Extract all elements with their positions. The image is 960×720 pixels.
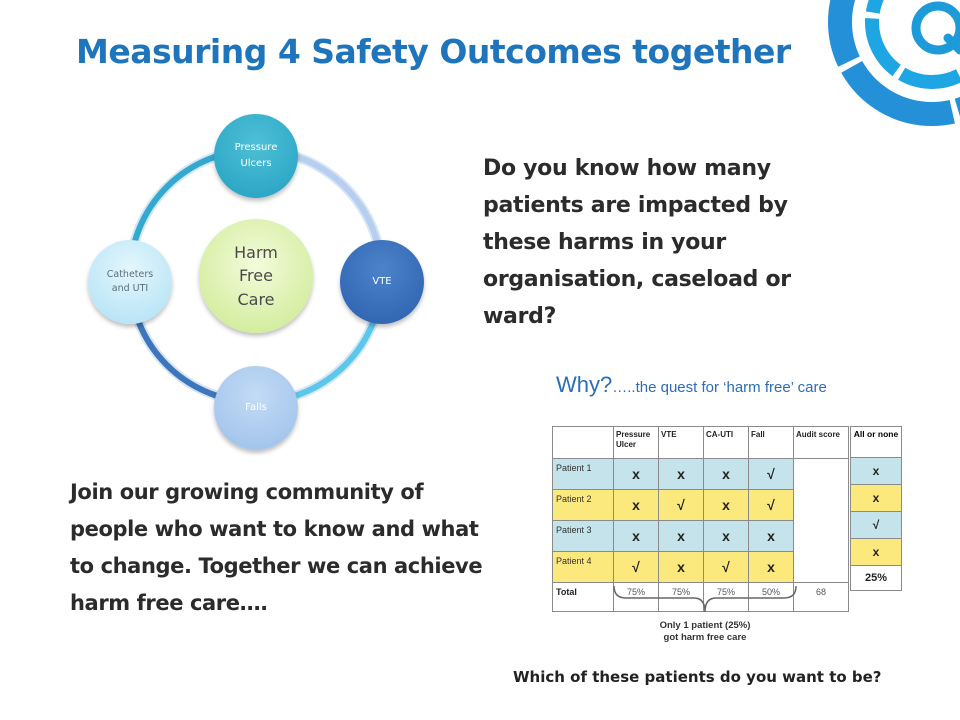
why-big: Why? (556, 372, 613, 397)
falls-label: Falls (245, 402, 267, 413)
total-value: 50% (748, 582, 794, 612)
page-title: Measuring 4 Safety Outcomes together (76, 32, 791, 71)
table-header: Fall (748, 426, 794, 459)
all-or-none-cell: √ (850, 511, 902, 539)
table-cell: √ (703, 551, 749, 583)
catheters-uti-node: Catheters and UTI (88, 240, 172, 324)
table-cell: x (748, 520, 794, 552)
catheters-label-2: and UTI (111, 283, 149, 294)
falls-node: Falls (214, 366, 298, 450)
table-cell: √ (748, 489, 794, 521)
pressure-label-1: Pressure (234, 142, 278, 153)
all-or-none-cell: x (850, 538, 902, 566)
table-header-blank (552, 426, 614, 459)
audit-score-cell (793, 458, 849, 583)
table-cell: x (613, 458, 659, 490)
table-cell: x (658, 551, 704, 583)
curly-brace (613, 585, 797, 613)
only-line-1: Only 1 patient (25%) (659, 620, 751, 631)
question-text: Do you know how many patients are impact… (483, 156, 791, 329)
table-header: VTE (658, 426, 704, 459)
vte-node: VTE (340, 240, 424, 324)
table-header: CA-UTI (703, 426, 749, 459)
all-or-none-cell: x (850, 484, 902, 512)
table-cell: x (613, 520, 659, 552)
table-cell: √ (748, 458, 794, 490)
table-header: Audit score (793, 426, 849, 459)
table-cell: x (658, 458, 704, 490)
harm-audit-table: Pressure Ulcer VTE CA-UTI Fall Audit sco… (552, 426, 849, 612)
join-community-text: Join our growing community of people who… (70, 480, 483, 615)
table-cell: √ (613, 551, 659, 583)
center-label-2: Free (239, 266, 273, 286)
table-row: Patient 3 x x x x (552, 520, 849, 552)
patient-name: Patient 2 (552, 489, 614, 521)
which-patient-question: Which of these patients do you want to b… (513, 668, 882, 686)
only-line-2: got harm free care (663, 632, 747, 644)
why-subtitle: …..the quest for ‘harm free’ care (612, 379, 827, 396)
only-one-patient-note: Only 1 patient (25%) got harm free care (560, 620, 850, 645)
total-value: 75% (703, 582, 749, 612)
all-or-none-header: All or none (850, 426, 902, 458)
pressure-label-2: Ulcers (240, 158, 272, 169)
center-label-1: Harm (234, 243, 278, 263)
total-value: 68 (793, 582, 849, 612)
table-cell: x (703, 520, 749, 552)
patient-name: Patient 1 (552, 458, 614, 490)
vte-label: VTE (372, 276, 392, 287)
table-header: Pressure Ulcer (613, 426, 659, 459)
table-cell: x (703, 458, 749, 490)
all-or-none-total: 25% (850, 565, 902, 591)
total-value: 75% (658, 582, 704, 612)
total-label: Total (552, 582, 614, 612)
all-or-none-cell: x (850, 457, 902, 485)
table-cell: x (613, 489, 659, 521)
all-or-none-table: All or none x x √ x 25% (850, 426, 902, 591)
organisation-logo (828, 0, 960, 126)
table-row: Patient 2 x √ x √ (552, 489, 849, 521)
patient-name: Patient 3 (552, 520, 614, 552)
why-heading: Why?…..the quest for ‘harm free’ care (556, 372, 827, 398)
table-cell: x (703, 489, 749, 521)
table-row: Patient 1 x x x √ (552, 458, 849, 583)
catheters-label-1: Catheters (106, 268, 154, 280)
table-cell: x (658, 520, 704, 552)
center-label-3: Care (237, 289, 275, 309)
table-cell: √ (658, 489, 704, 521)
table-cell: x (748, 551, 794, 583)
patient-name: Patient 4 (552, 551, 614, 583)
